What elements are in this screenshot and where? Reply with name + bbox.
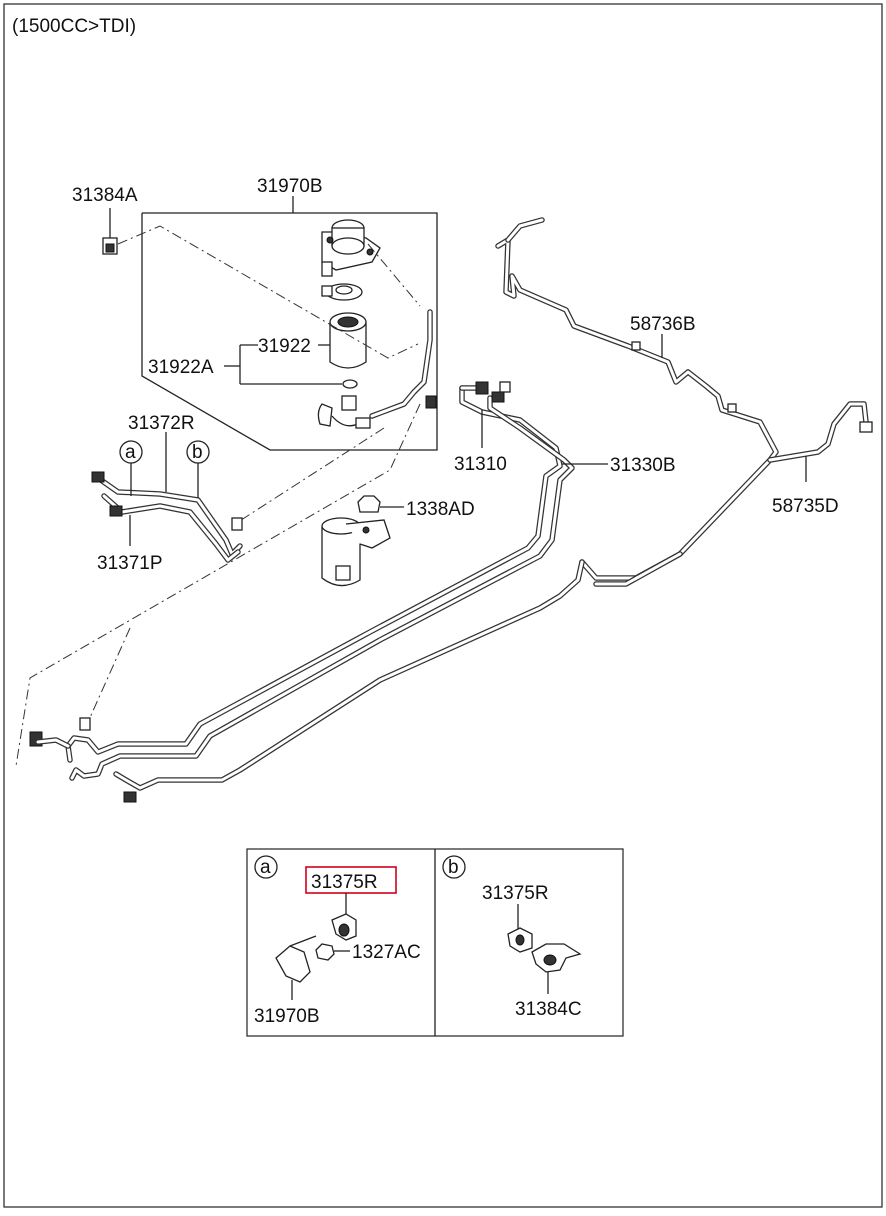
short-fuel-lines: a b 31372R 31371P [91,413,243,574]
page-frame [3,3,883,1208]
detail-b: b 31375R 31384C [442,855,582,1020]
callout-a: a [125,442,136,463]
water-sensor [317,395,371,429]
label-31922a: 31922A [148,357,214,378]
detail-a-nut: 1327AC [352,942,421,963]
detail-b-tag: b [448,857,459,878]
variant-header: (1500CC>TDI) [12,16,136,37]
clip-31384a: 31384A [72,185,138,255]
filter-head [321,219,381,277]
filter-seal-ring [321,283,363,301]
label-31310: 31310 [454,454,507,475]
filter-o-ring [342,379,358,389]
detail-a-highlighted-part: 31375R [311,872,378,893]
callout-b-circle [186,440,210,464]
label-31970b: 31970B [257,176,323,197]
rear-lines: 58736B 58735D [113,217,873,803]
detail-a-tag: a [260,857,271,878]
detail-b-clip: 31375R [482,883,549,904]
highlight-box [305,866,397,894]
label-31330b: 31330B [610,455,676,476]
label-31384a: 31384A [72,185,138,206]
label-31372r: 31372R [128,413,195,434]
callout-b: b [192,442,203,463]
label-31371p: 31371P [97,553,163,574]
detail-a-bracket: 31970B [254,1006,320,1027]
detail-panel: a 31375R 1327AC 31970B b 31375R [246,848,624,1037]
label-58736b: 58736B [630,314,696,335]
assembly-line-1 [117,225,419,359]
label-1338ad: 1338AD [406,499,475,520]
filter-assembly: 31970B [141,176,438,451]
filter-assembly-outline [141,212,438,451]
pump-assembly: 1338AD [321,495,475,587]
label-58735d: 58735D [772,496,839,517]
label-31922: 31922 [258,336,311,357]
main-fuel-lines: 31310 31330B [29,381,676,781]
detail-a: a 31375R 1327AC 31970B [254,855,421,1027]
detail-b-holder: 31384C [515,999,582,1020]
assembly-line-2 [15,403,421,767]
filter-cartridge [329,312,367,369]
callout-a-circle [119,440,143,464]
